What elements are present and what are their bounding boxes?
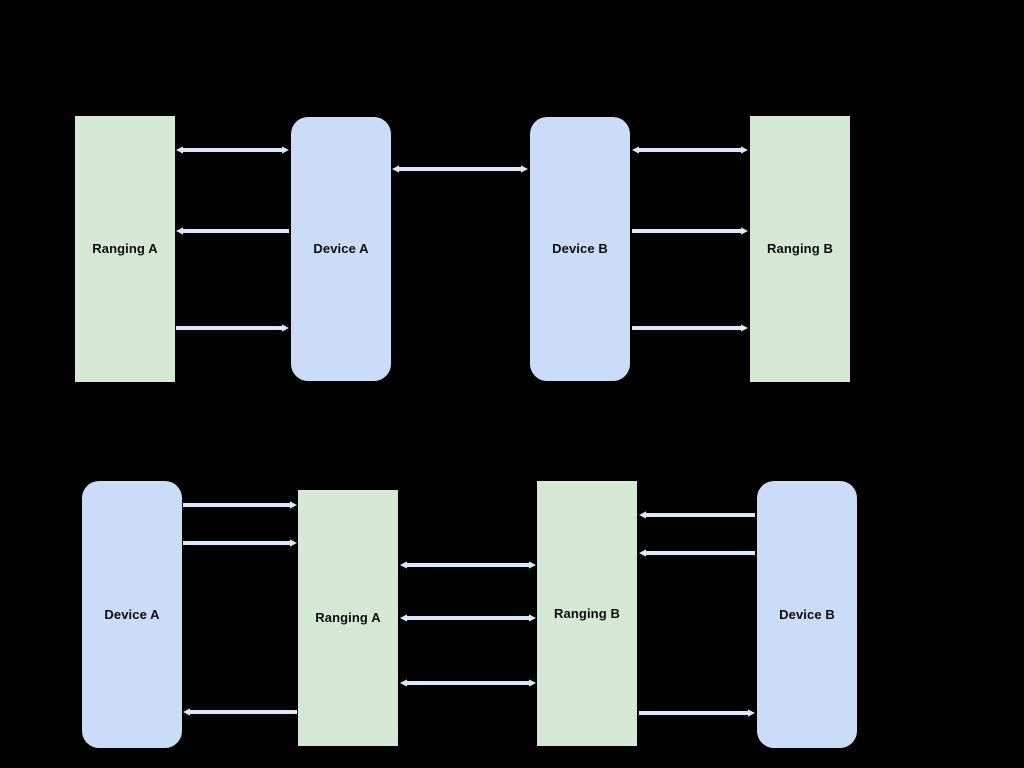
arrow-bot-ranging-a-to-bot-device-a [183, 706, 297, 718]
arrow-bot-device-a-to-bot-ranging-a [183, 537, 297, 549]
node-bot-device-a[interactable]: Device A [82, 481, 182, 748]
arrow-bot-device-a-to-bot-ranging-a [183, 499, 297, 511]
arrow-bot-ranging-b-to-bot-device-b [639, 707, 755, 719]
node-bot-device-b[interactable]: Device B [757, 481, 857, 748]
node-bot-ranging-b[interactable]: Ranging B [537, 481, 637, 746]
arrow-bot-device-b-to-bot-ranging-b [639, 547, 755, 559]
arrow-bot-ranging-a-to-bot-ranging-b [400, 677, 536, 689]
arrow-bot-device-b-to-bot-ranging-b [639, 509, 755, 521]
arrow-bot-ranging-a-to-bot-ranging-b [400, 559, 536, 571]
node-label-bot-device-b: Device B [779, 606, 835, 622]
node-bot-ranging-a[interactable]: Ranging A [298, 490, 398, 746]
node-label-bot-ranging-a: Ranging A [315, 610, 381, 626]
node-top-ranging-b[interactable]: Ranging B [750, 116, 850, 382]
node-label-bot-device-a: Device A [104, 606, 160, 622]
arrow-bot-ranging-a-to-bot-ranging-b [400, 612, 536, 624]
node-label-bot-ranging-b: Ranging B [554, 605, 620, 621]
